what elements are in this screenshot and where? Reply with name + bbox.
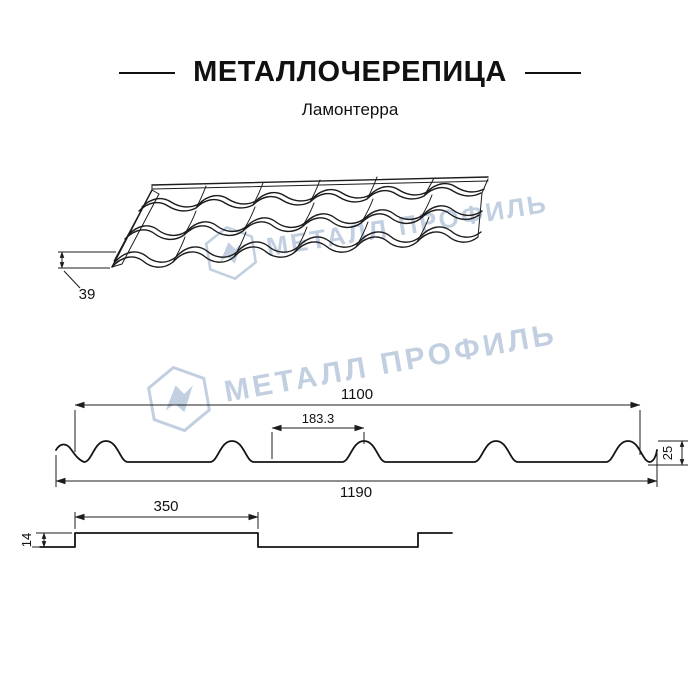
dimension-350: 350 bbox=[74, 498, 259, 529]
brand-hexagon-icon bbox=[147, 365, 211, 433]
brand-hexagon-icon bbox=[204, 225, 258, 281]
page-subtitle: Ламонтерра bbox=[301, 100, 399, 119]
brand-mark-icon bbox=[220, 242, 243, 264]
dim-183-label: 183.3 bbox=[302, 411, 335, 426]
dim-14-label: 14 bbox=[19, 533, 34, 547]
page-title: МЕТАЛЛОЧЕРЕПИЦА bbox=[193, 56, 507, 88]
dimension-14: 14 bbox=[19, 532, 72, 548]
dimension-1100: 1100 bbox=[74, 386, 641, 455]
title-block: МЕТАЛЛОЧЕРЕПИЦА bbox=[0, 56, 700, 89]
perspective-view: 39 bbox=[58, 176, 489, 303]
watermark-main: МЕТАЛЛ ПРОФИЛЬ bbox=[147, 318, 560, 433]
dimension-25: 25 bbox=[648, 440, 688, 466]
dim-39-label: 39 bbox=[79, 286, 96, 303]
dim-1190-label: 1190 bbox=[340, 484, 372, 501]
title-rule-left bbox=[119, 71, 176, 74]
profile-curve bbox=[55, 440, 658, 463]
brand-mark-icon bbox=[165, 385, 193, 413]
step-profile-view: 350 14 bbox=[19, 498, 453, 548]
watermark-text: МЕТАЛЛ ПРОФИЛЬ bbox=[222, 318, 560, 409]
step-curve bbox=[39, 532, 453, 548]
dimension-39: 39 bbox=[58, 251, 116, 303]
dim-350-label: 350 bbox=[153, 498, 178, 515]
dimension-1190: 1190 bbox=[55, 453, 658, 501]
dim-25-label: 25 bbox=[660, 446, 675, 460]
cross-section-view: 1100 183.3 25 1190 bbox=[55, 386, 688, 501]
dimension-183: 183.3 bbox=[271, 411, 365, 459]
title-rule-right bbox=[524, 71, 581, 74]
watermark-top: МЕТАЛЛ ПРОФИЛЬ bbox=[204, 188, 550, 281]
dim-1100-label: 1100 bbox=[341, 386, 373, 403]
